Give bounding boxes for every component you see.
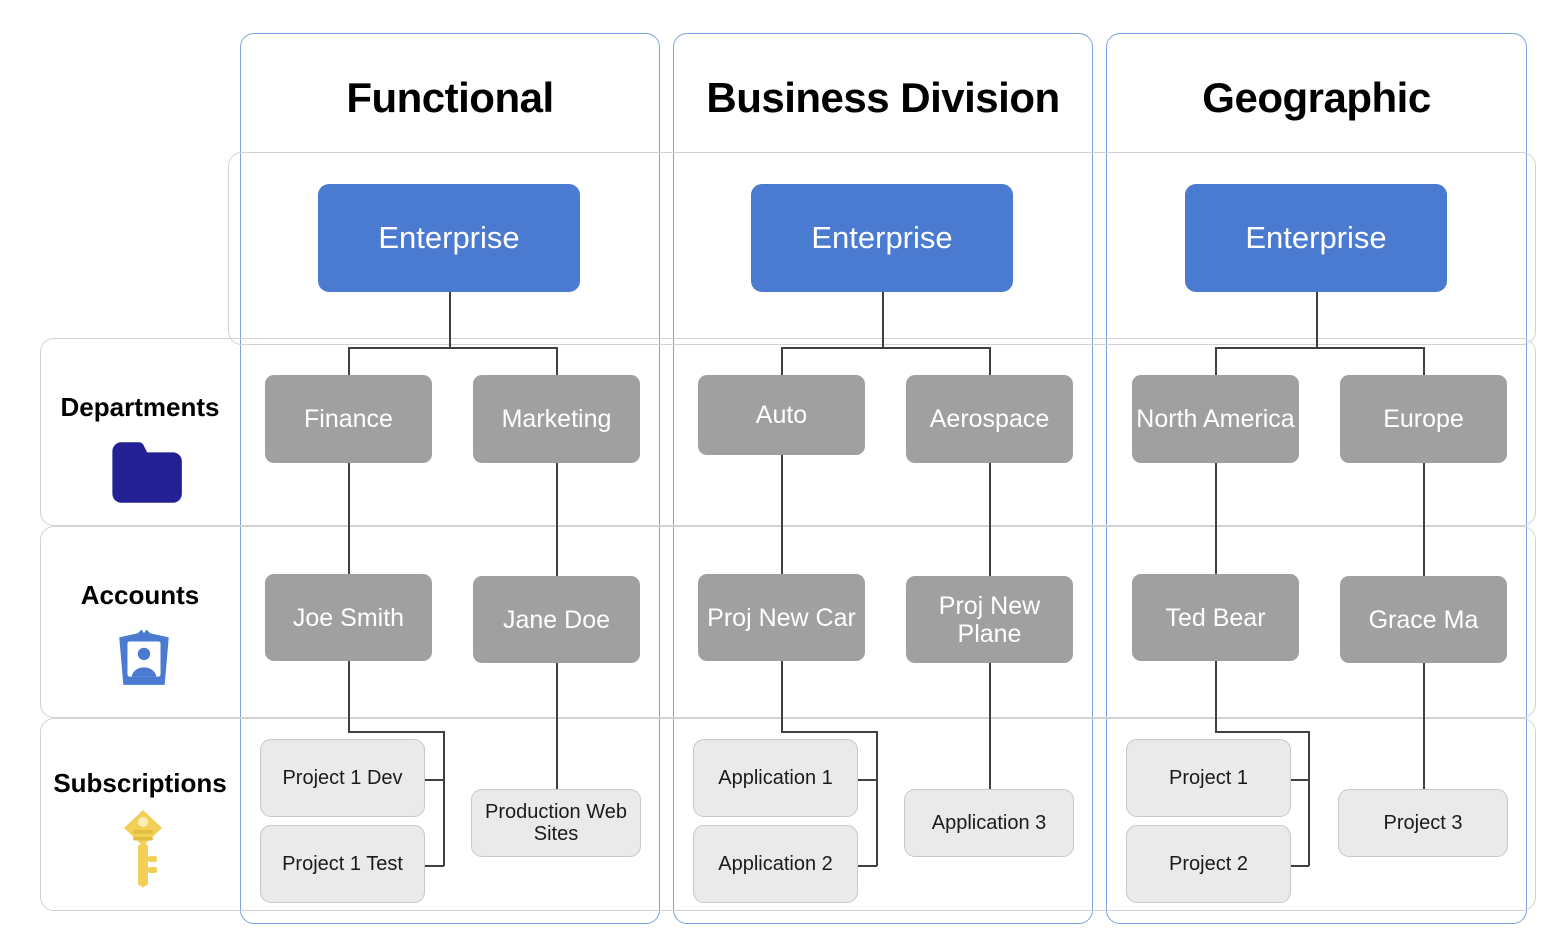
column-title-business-division: Business Division: [706, 74, 1060, 121]
column-band-geographic: [1106, 33, 1527, 924]
node-department-finance[interactable]: Finance: [265, 375, 432, 463]
connector-c2-ent-down: [882, 292, 884, 348]
connector-c1-joe-bus: [443, 731, 445, 866]
node-subscription-application-3[interactable]: Application 3: [904, 789, 1074, 857]
node-subscription-application-2[interactable]: Application 2: [693, 825, 858, 903]
connector-c1-joe-right: [348, 731, 444, 733]
folder-icon: [110, 440, 182, 503]
column-band-functional: [240, 33, 660, 924]
node-enterprise-geographic[interactable]: Enterprise: [1185, 184, 1447, 292]
connector-c2-to-auto: [781, 347, 783, 375]
node-account-grace-ma[interactable]: Grace Ma: [1340, 576, 1507, 663]
connector-c2-to-app2: [857, 865, 877, 867]
connector-c3-to-europe: [1423, 347, 1425, 375]
connector-c1-jane-prod: [556, 661, 558, 789]
column-title-geographic: Geographic: [1202, 74, 1431, 121]
connector-c1-to-marketing: [556, 347, 558, 375]
node-subscription-production-web-sites[interactable]: Production Web Sites: [471, 789, 641, 857]
node-subscription-project-1-test[interactable]: Project 1 Test: [260, 825, 425, 903]
node-subscription-project-1-dev[interactable]: Project 1 Dev: [260, 739, 425, 817]
connector-c2-aerospace-plane: [989, 463, 991, 576]
id-badge-icon: [113, 625, 173, 685]
connector-c1-finance-joe: [348, 463, 350, 574]
connector-c2-plane-app3: [989, 661, 991, 789]
connector-c3-europe-grace: [1423, 463, 1425, 576]
connector-c2-auto-car: [781, 455, 783, 574]
node-account-proj-new-plane[interactable]: Proj New Plane: [906, 576, 1073, 663]
connector-c3-na-ted: [1215, 463, 1217, 574]
row-band-accounts: [40, 526, 1536, 718]
connector-c1-to-proj1dev: [424, 779, 444, 781]
node-account-ted-bear[interactable]: Ted Bear: [1132, 574, 1299, 661]
row-band-subscriptions: [40, 718, 1536, 911]
connector-c1-joe-down: [348, 661, 350, 732]
node-account-joe-smith[interactable]: Joe Smith: [265, 574, 432, 661]
connector-c3-ted-right: [1215, 731, 1309, 733]
connector-c3-ent-bus: [1215, 347, 1424, 349]
node-subscription-project-1[interactable]: Project 1: [1126, 739, 1291, 817]
node-department-aerospace[interactable]: Aerospace: [906, 375, 1073, 463]
node-department-auto[interactable]: Auto: [698, 375, 865, 455]
connector-c3-to-project1: [1289, 779, 1309, 781]
connector-c3-ted-down: [1215, 661, 1217, 732]
row-label-accounts: Accounts: [80, 580, 200, 610]
column-title-functional: Functional: [346, 74, 554, 121]
node-account-proj-new-car[interactable]: Proj New Car: [698, 574, 865, 661]
connector-c2-car-right: [781, 731, 877, 733]
node-subscription-application-1[interactable]: Application 1: [693, 739, 858, 817]
row-band-departments: [40, 338, 1536, 526]
connector-c3-ent-down: [1316, 292, 1318, 348]
connector-c1-to-finance: [348, 347, 350, 375]
connector-c2-car-down: [781, 661, 783, 732]
connector-c3-ted-bus: [1308, 731, 1310, 866]
node-subscription-project-2[interactable]: Project 2: [1126, 825, 1291, 903]
connector-c1-marketing-jane: [556, 463, 558, 576]
connector-c1-to-proj1test: [424, 865, 444, 867]
connector-c1-ent-bus: [348, 347, 557, 349]
connector-c1-ent-down: [449, 292, 451, 348]
node-enterprise-business-division[interactable]: Enterprise: [751, 184, 1013, 292]
connector-c3-to-north-america: [1215, 347, 1217, 375]
connector-c2-ent-bus: [781, 347, 990, 349]
key-icon: [120, 808, 180, 888]
column-band-business-division: [673, 33, 1093, 924]
connector-c3-grace-project3: [1423, 661, 1425, 789]
node-enterprise-functional[interactable]: Enterprise: [318, 184, 580, 292]
node-account-jane-doe[interactable]: Jane Doe: [473, 576, 640, 663]
connector-c2-to-aerospace: [989, 347, 991, 375]
connector-c2-car-bus: [876, 731, 878, 866]
row-label-departments: Departments: [60, 392, 220, 422]
connector-c3-to-project2: [1289, 865, 1309, 867]
node-department-north-america[interactable]: North America: [1132, 375, 1299, 463]
connector-c2-to-app1: [857, 779, 877, 781]
node-department-marketing[interactable]: Marketing: [473, 375, 640, 463]
row-label-subscriptions: Subscriptions: [53, 768, 227, 798]
node-subscription-project-3[interactable]: Project 3: [1338, 789, 1508, 857]
node-department-europe[interactable]: Europe: [1340, 375, 1507, 463]
